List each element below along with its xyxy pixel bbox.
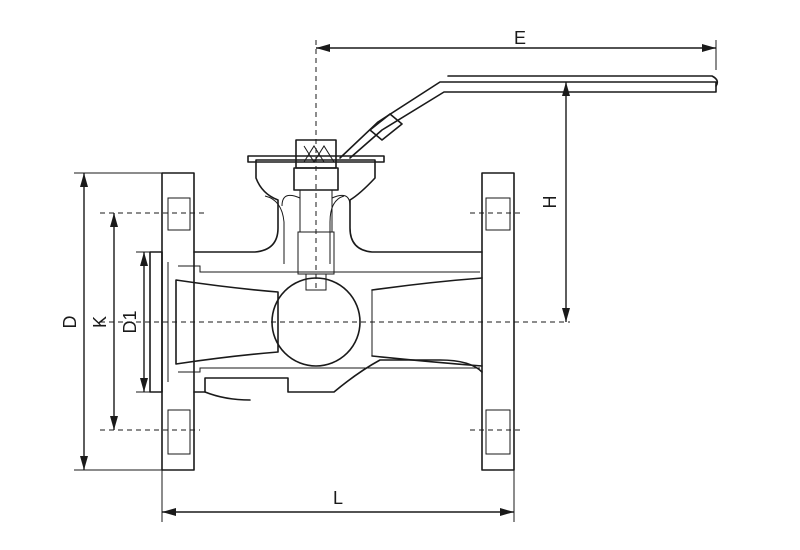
dimension-D-arrow-bottom bbox=[80, 456, 88, 470]
left-flange bbox=[149, 172, 195, 471]
dimension-E-arrow-right bbox=[702, 44, 716, 52]
dimension-D: D bbox=[60, 172, 162, 471]
left-flange-bolt-hole-top bbox=[167, 197, 191, 231]
left-flange-raised-face bbox=[149, 251, 163, 393]
valve-body bbox=[175, 159, 483, 401]
lever-lock bbox=[369, 113, 403, 141]
dimension-E-label: E bbox=[514, 28, 526, 48]
right-flange-bolt-hole-bottom bbox=[485, 409, 511, 455]
dimension-H-arrow-top bbox=[562, 82, 570, 96]
dimension-L-label: L bbox=[333, 488, 343, 508]
stem-lower bbox=[297, 231, 335, 275]
dimension-L-arrow-right bbox=[500, 508, 514, 516]
dimension-D1-arrow-top bbox=[140, 252, 148, 266]
ball bbox=[271, 277, 361, 367]
body-cavity bbox=[178, 265, 480, 373]
dimension-D-label: D bbox=[60, 316, 80, 329]
right-bore bbox=[371, 277, 483, 367]
dimension-D-arrow-top bbox=[80, 173, 88, 187]
body-lower-curve bbox=[204, 391, 251, 401]
dimension-K-arrow-bottom bbox=[110, 416, 118, 430]
dimension-K-arrow-top bbox=[110, 213, 118, 227]
stem-nut bbox=[295, 139, 337, 169]
left-bore bbox=[175, 279, 279, 365]
dimension-L-arrow-left bbox=[162, 508, 176, 516]
dimension-D1: D1 bbox=[120, 251, 150, 393]
body-lower-outline bbox=[193, 359, 483, 393]
dimension-E-arrow-left bbox=[316, 44, 330, 52]
bonnet-inner-walls bbox=[264, 195, 345, 264]
dimension-H-label: H bbox=[540, 196, 560, 209]
centerlines bbox=[100, 40, 570, 431]
stem-seals bbox=[281, 194, 351, 207]
lever-mount-plate bbox=[247, 155, 385, 163]
right-flange-bolt-hole-top bbox=[485, 197, 511, 231]
lever-grip[interactable] bbox=[447, 75, 719, 87]
dimension-L: L bbox=[161, 470, 515, 522]
dimension-D1-arrow-bottom bbox=[140, 378, 148, 392]
dimension-K: K bbox=[90, 213, 118, 430]
handle-lever[interactable] bbox=[339, 75, 719, 159]
dimension-D1-label: D1 bbox=[120, 310, 140, 333]
stem-assembly bbox=[247, 139, 385, 275]
dimension-K-label: K bbox=[90, 316, 110, 328]
left-flange-bolt-hole-bottom bbox=[167, 409, 191, 455]
dimension-H-arrow-bottom bbox=[562, 308, 570, 322]
dimension-E: E bbox=[316, 28, 717, 70]
dimension-H: H bbox=[540, 82, 570, 322]
right-flange-outline bbox=[481, 172, 515, 471]
right-flange bbox=[481, 172, 515, 471]
